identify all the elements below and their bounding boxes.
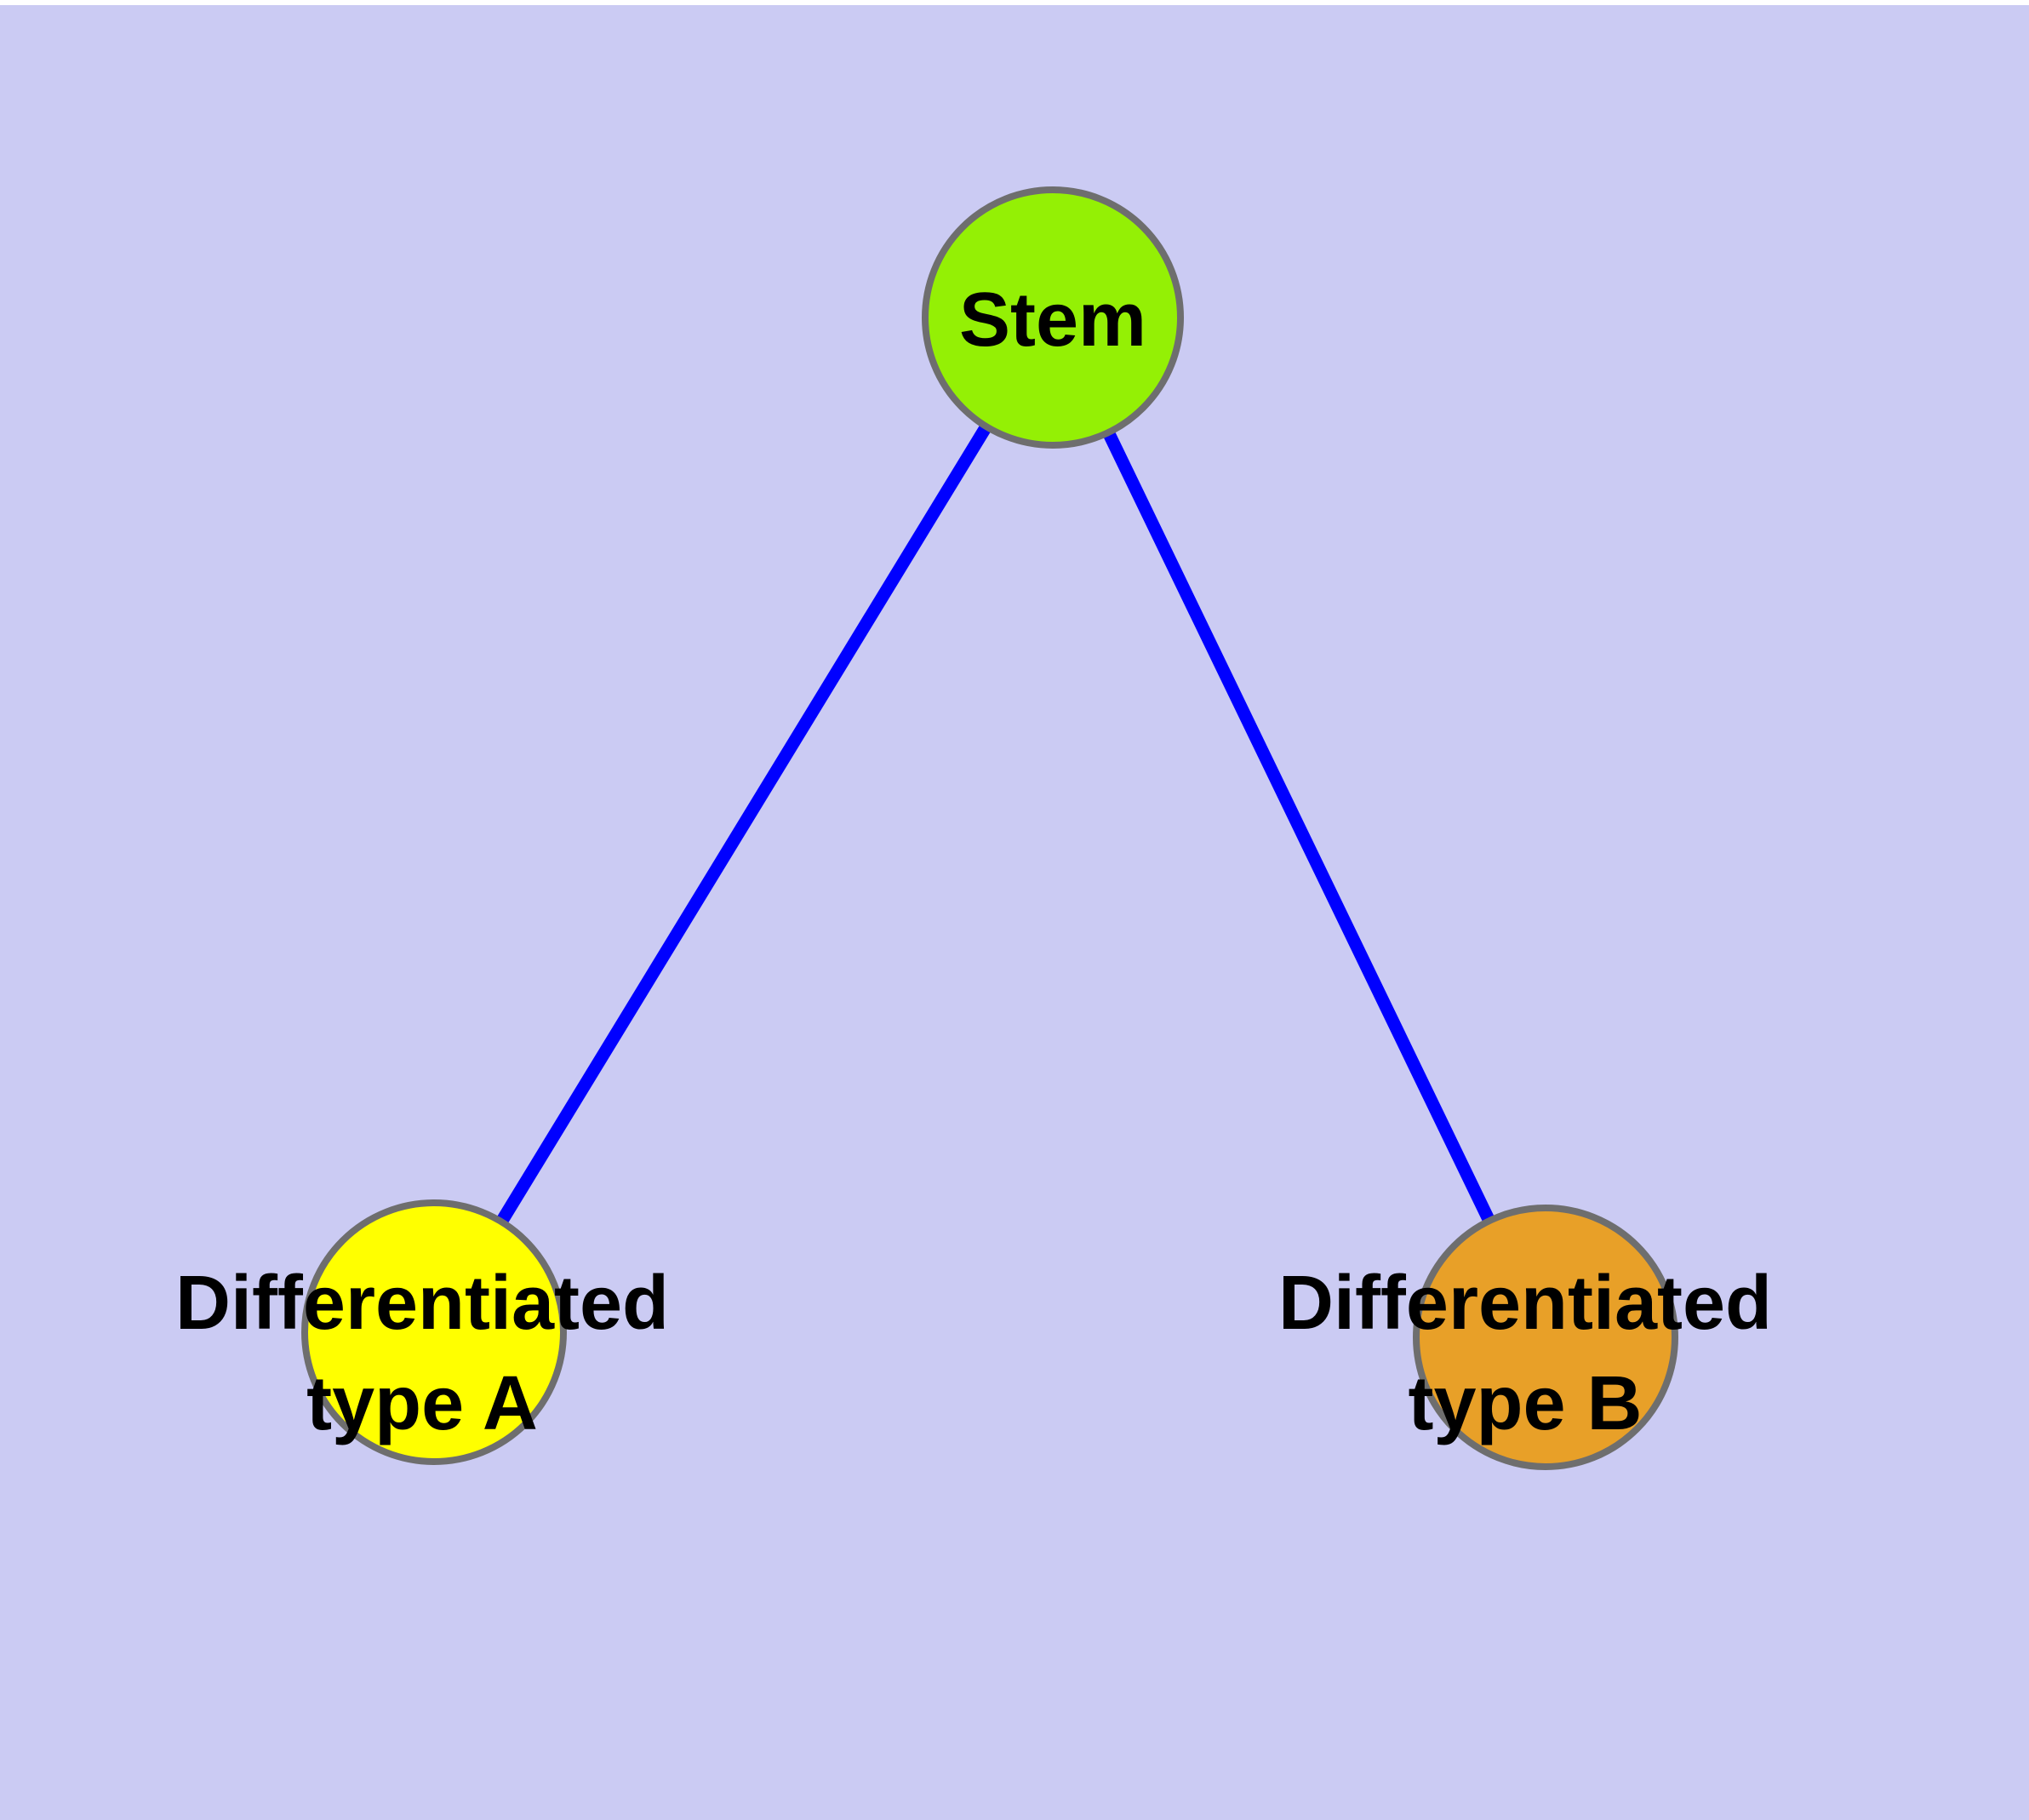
nodes-layer: [301, 186, 1678, 1470]
top-margin-strip: [0, 0, 2029, 5]
node-stem-label-line-1: Stem: [959, 278, 1146, 363]
edges-layer: [428, 314, 1552, 1341]
node-type-b-label-line-1: Differentiated: [1278, 1261, 1772, 1346]
node-type-b-label-line-2: type B: [1408, 1361, 1642, 1446]
node-type-a-circle: [301, 1199, 567, 1465]
node-type-b-circle: [1413, 1205, 1678, 1470]
edge-stem-to-type-b: [1047, 314, 1552, 1341]
node-type-a-label-line-1: Differentiated: [175, 1261, 669, 1346]
node-stem-circle: [922, 186, 1184, 449]
edge-stem-to-type-a: [428, 314, 1059, 1336]
node-type-a-label-line-2: type A: [306, 1361, 538, 1446]
